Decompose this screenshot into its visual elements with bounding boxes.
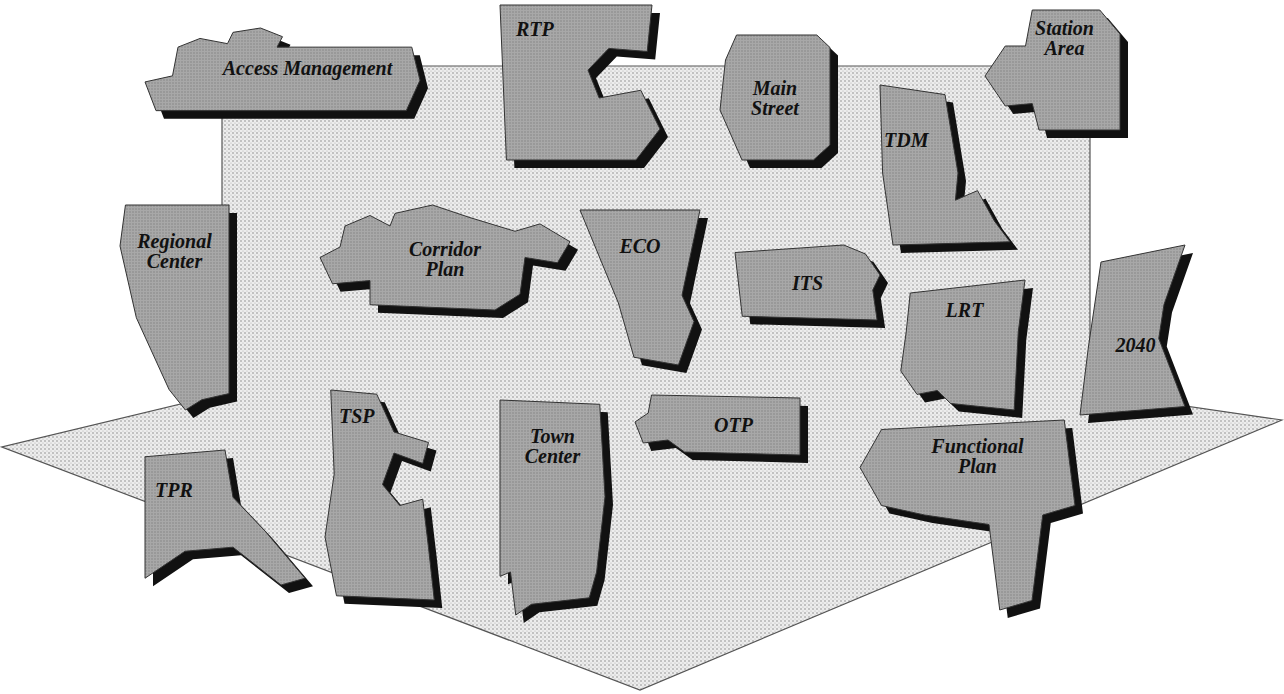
piece-face: [985, 10, 1120, 130]
piece-face: [320, 205, 570, 310]
puzzle-piece: Access Management: [145, 28, 420, 115]
piece-label: OTP: [714, 415, 753, 435]
piece-label: Regional Center: [126, 231, 224, 271]
piece-face: [860, 420, 1075, 610]
piece-face: [145, 450, 305, 585]
piece-outline: [880, 85, 1010, 245]
puzzle-piece: ITS: [735, 245, 880, 320]
piece-outline: [580, 210, 700, 365]
piece-label: TDM: [884, 130, 928, 150]
puzzle-piece: TSP: [325, 390, 440, 600]
piece-face: [145, 28, 420, 111]
piece-face: [500, 5, 660, 160]
piece-label: TPR: [155, 480, 193, 500]
piece-face: [635, 395, 800, 455]
puzzle-piece: LRT: [890, 280, 1025, 410]
piece-outline: [145, 450, 305, 585]
piece-label: Access Management: [223, 58, 392, 78]
piece-label: Corridor Plan: [395, 239, 495, 279]
piece-face: [901, 280, 1025, 410]
piece-label: 2040: [1116, 335, 1156, 355]
puzzle-piece: Regional Center: [120, 205, 229, 410]
puzzle-piece: Corridor Plan: [320, 205, 570, 310]
piece-face: [735, 245, 880, 320]
piece-face: [500, 400, 605, 615]
piece-face: [880, 85, 1010, 245]
puzzle-piece: Functional Plan: [860, 420, 1075, 610]
piece-face: [325, 390, 434, 600]
puzzle-piece: TPR: [145, 450, 305, 585]
puzzle-piece: ECO: [580, 210, 700, 365]
piece-label: ECO: [619, 236, 660, 256]
piece-label: Town Center: [513, 426, 593, 466]
puzzle-piece: RTP: [500, 5, 660, 160]
puzzle-piece: TDM: [880, 85, 1010, 245]
puzzle-piece: Town Center: [500, 400, 605, 615]
piece-face: [720, 35, 830, 160]
piece-label: Main Street: [735, 78, 815, 118]
piece-label: LRT: [946, 300, 984, 320]
puzzle-piece: Main Street: [720, 35, 830, 160]
piece-label: Station Area: [1020, 18, 1110, 58]
piece-label: RTP: [516, 19, 554, 39]
piece-outline: [1080, 245, 1185, 415]
piece-label: ITS: [792, 273, 823, 293]
puzzle-piece: OTP: [635, 395, 800, 455]
puzzle-piece: 2040: [1080, 245, 1185, 415]
piece-face: [580, 210, 700, 365]
piece-label: TSP: [339, 406, 375, 426]
piece-face: [120, 205, 229, 410]
piece-face: [1080, 245, 1185, 415]
puzzle-piece: Station Area: [985, 10, 1120, 130]
piece-label: Functional Plan: [920, 436, 1035, 476]
